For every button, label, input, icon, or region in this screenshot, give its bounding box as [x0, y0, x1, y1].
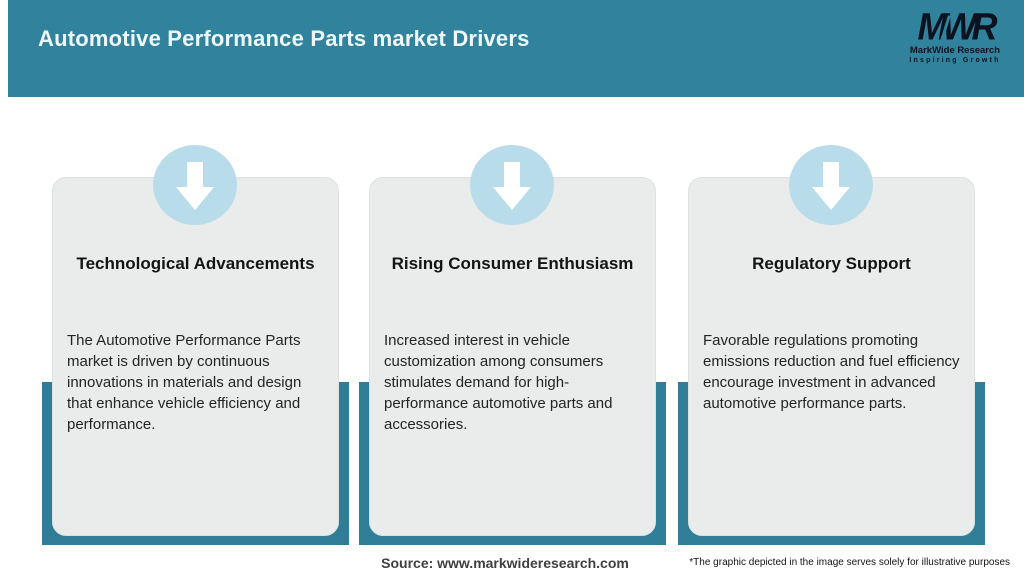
card-body-text: The Automotive Performance Parts market …	[67, 332, 302, 433]
card-title: Rising Consumer Enthusiasm	[391, 254, 634, 273]
logo-name: MarkWide Research	[909, 45, 1001, 57]
header-bar: Automotive Performance Parts market Driv…	[8, 0, 1024, 97]
card-regulatory-support: Regulatory Support Favorable regulations…	[688, 177, 975, 536]
logo-tagline: Inspiring Growth	[909, 57, 1001, 65]
card-body-text: Increased interest in vehicle customizat…	[384, 332, 613, 433]
card-body-text: Favorable regulations promoting emission…	[703, 332, 960, 412]
card-title: Regulatory Support	[752, 254, 911, 273]
logo-mwr-mark: MWR	[917, 4, 998, 48]
down-arrow-icon	[470, 145, 554, 225]
down-arrow-icon	[789, 145, 873, 225]
source-text: Source: www.markwideresearch.com	[381, 555, 629, 571]
markwide-research-logo: MWR MarkWide Research Inspiring Growth	[900, 4, 1010, 65]
page-title: Automotive Performance Parts market Driv…	[38, 26, 530, 51]
disclaimer-text: *The graphic depicted in the image serve…	[689, 557, 1010, 568]
card-technological-advancements: Technological Advancements The Automotiv…	[52, 177, 339, 536]
card-rising-consumer-enthusiasm: Rising Consumer Enthusiasm Increased int…	[369, 177, 656, 536]
card-title: Technological Advancements	[76, 254, 315, 273]
down-arrow-icon	[153, 145, 237, 225]
